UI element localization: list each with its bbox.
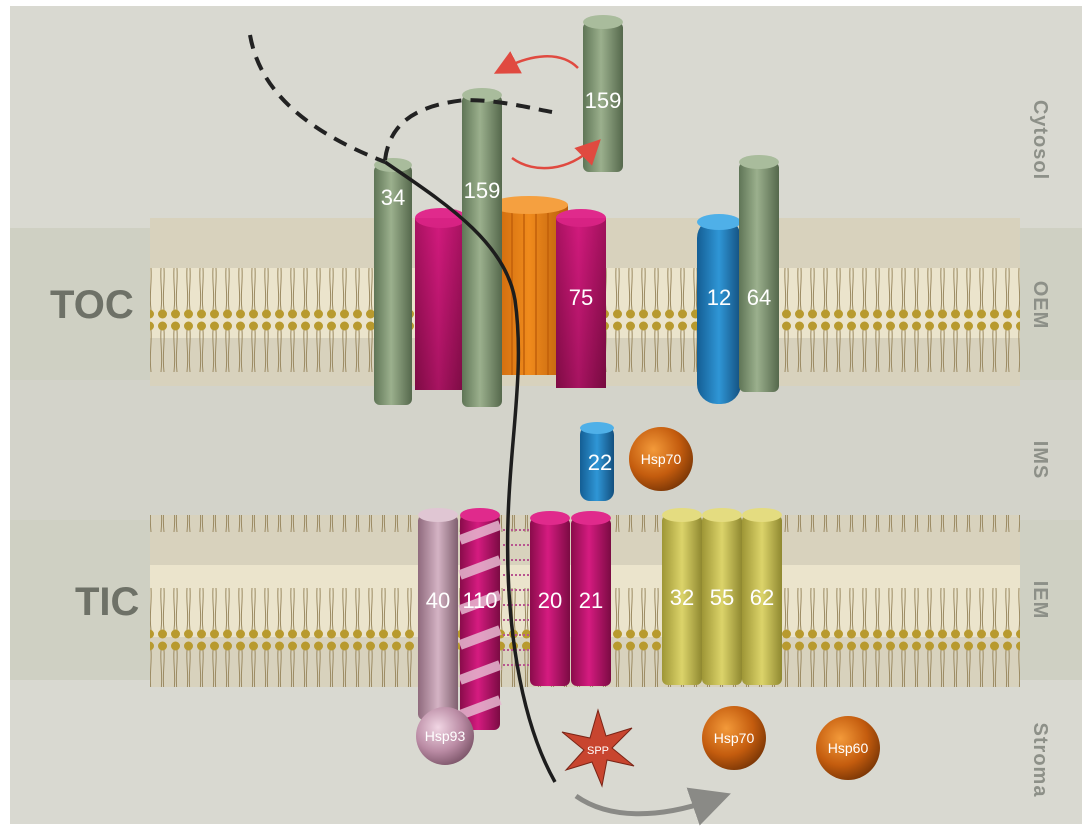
toc34-label: 34	[381, 185, 405, 210]
hsp93: Hsp93	[416, 707, 474, 765]
stroma-hsp70: Hsp70	[702, 706, 766, 770]
tic32: 32	[662, 508, 702, 685]
toc75-left-block	[415, 208, 467, 390]
tic110-label: 110	[462, 588, 497, 613]
hsp60: Hsp60	[816, 716, 880, 780]
hsp60-label: Hsp60	[828, 740, 869, 756]
tic110: 110	[460, 508, 500, 730]
tic32-label: 32	[670, 585, 694, 610]
tic40: 40	[418, 508, 458, 720]
tic22: 22	[580, 422, 614, 501]
ims-hsp70: Hsp70	[629, 427, 693, 491]
ims-hsp70-label: Hsp70	[641, 451, 682, 467]
toc75-label: 75	[569, 285, 593, 310]
tic20-label: 20	[538, 588, 562, 613]
toc64-label: 64	[747, 285, 771, 310]
toc159-label: 159	[464, 178, 501, 203]
stroma-label: Stroma	[1029, 723, 1051, 798]
toc159: 159	[462, 88, 502, 407]
tic55-label: 55	[710, 585, 734, 610]
oep12-label: 12	[707, 285, 731, 310]
hsp93-label: Hsp93	[425, 728, 466, 744]
tic62-label: 62	[750, 585, 774, 610]
tic40-label: 40	[426, 588, 450, 613]
cytosol-label: Cytosol	[1029, 100, 1051, 180]
spp-label: SPP	[587, 745, 609, 757]
toc75: 75	[556, 209, 606, 388]
stroma-hsp70-label: Hsp70	[714, 730, 755, 746]
toc159-free: 159	[583, 15, 623, 172]
tic62: 62	[742, 508, 782, 685]
ims-label: IMS	[1029, 441, 1051, 480]
tic21: 21	[571, 511, 611, 686]
toc64: 64	[739, 155, 779, 392]
tic-label: TIC	[75, 580, 139, 624]
toc-label: TOC	[50, 283, 134, 327]
iem-label: IEM	[1029, 581, 1051, 620]
tic21-label: 21	[579, 588, 603, 613]
oem-label: OEM	[1029, 281, 1051, 330]
toc159-free-label: 159	[585, 88, 622, 113]
oep12: 12	[697, 214, 741, 404]
tic55: 55	[702, 508, 742, 685]
tic22-label: 22	[588, 450, 612, 475]
toc34: 34	[374, 158, 412, 405]
tic20: 20	[530, 511, 570, 686]
